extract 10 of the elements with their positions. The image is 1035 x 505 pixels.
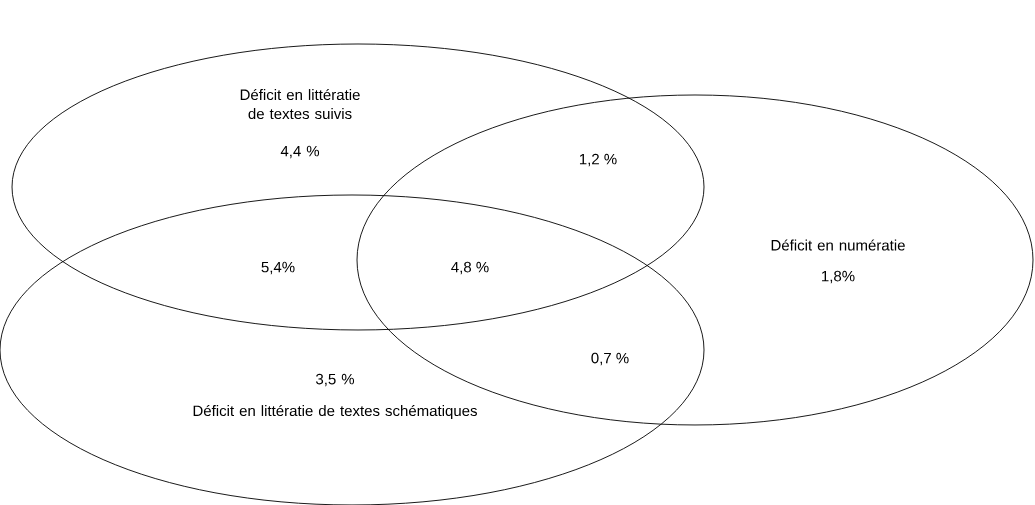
region-label: 3,5 %	[316, 373, 355, 387]
region-label: 1,8%	[822, 270, 855, 284]
region-label: Déficit en numératie	[771, 239, 905, 251]
percentage-label: 4,8 %	[451, 261, 489, 275]
region-label: Déficit en littératie de textes suivis	[240, 88, 360, 120]
region-label: Déficit en littératie de textes schématiques	[193, 404, 477, 420]
region-label: 4,4 %	[280, 145, 320, 159]
percentage-label: 1,2 %	[579, 153, 617, 167]
percentage-label: 5,4%	[261, 261, 295, 275]
percentage-label: 0,7 %	[591, 352, 629, 366]
